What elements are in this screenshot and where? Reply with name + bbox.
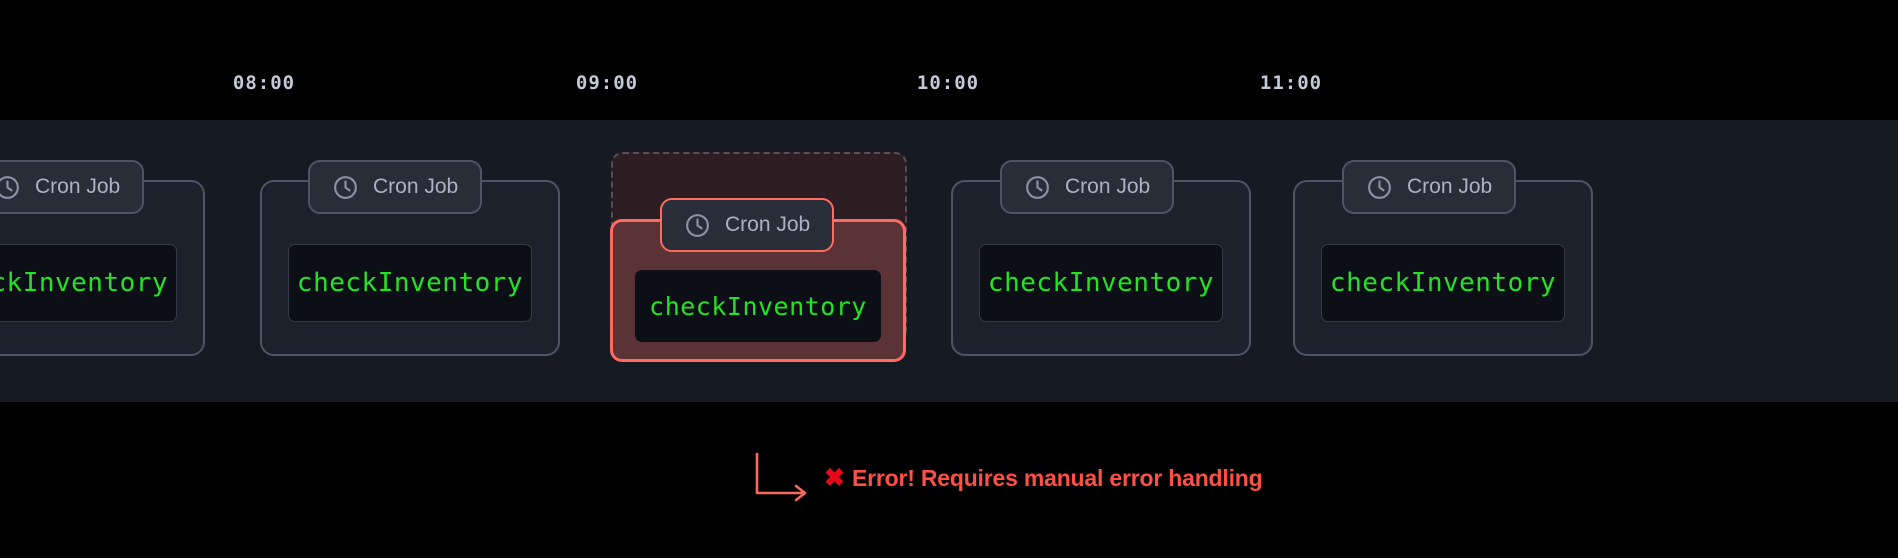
job-code-box-3: checkInventory bbox=[979, 244, 1223, 322]
error-x-icon: ✖ bbox=[824, 463, 845, 492]
time-tick-0: 08:00 bbox=[232, 72, 296, 94]
error-annotation: ✖ Error! Requires manual error handling bbox=[752, 452, 1263, 504]
elbow-arrow-icon bbox=[752, 452, 814, 504]
job-code-box-0: checkInventory bbox=[0, 244, 177, 322]
cron-job-pill-4[interactable]: Cron Job bbox=[1342, 160, 1517, 214]
error-message: Error! Requires manual error handling bbox=[851, 464, 1263, 491]
job-code-box-4: checkInventory bbox=[1321, 244, 1565, 322]
cron-job-pill-0[interactable]: Cron Job bbox=[0, 160, 145, 214]
job-function-name-0: checkInventory bbox=[0, 268, 169, 298]
clock-icon bbox=[0, 174, 21, 201]
cron-job-pill-label-0: Cron Job bbox=[35, 175, 121, 198]
clock-icon bbox=[1366, 174, 1393, 201]
time-tick-1: 09:00 bbox=[575, 72, 639, 94]
job-function-name-3: checkInventory bbox=[987, 268, 1215, 298]
cron-job-pill-2[interactable]: Cron Job bbox=[660, 198, 835, 252]
time-tick-2: 10:00 bbox=[916, 72, 980, 94]
job-function-name-2: checkInventory bbox=[649, 291, 867, 321]
job-function-name-4: checkInventory bbox=[1329, 268, 1557, 298]
cron-job-pill-label-4: Cron Job bbox=[1407, 175, 1493, 198]
cron-job-pill-1[interactable]: Cron Job bbox=[308, 160, 483, 214]
cron-job-pill-3[interactable]: Cron Job bbox=[1000, 160, 1175, 214]
clock-icon bbox=[1024, 174, 1051, 201]
job-code-box-2: checkInventory bbox=[635, 270, 881, 342]
time-tick-3: 11:00 bbox=[1259, 72, 1323, 94]
job-code-box-1: checkInventory bbox=[288, 244, 532, 322]
timeline-ruler: 08:00 09:00 10:00 11:00 bbox=[0, 0, 1898, 120]
clock-icon bbox=[684, 212, 711, 239]
clock-icon bbox=[332, 174, 359, 201]
cron-job-pill-label-3: Cron Job bbox=[1065, 175, 1151, 198]
job-function-name-1: checkInventory bbox=[296, 268, 524, 298]
cron-job-pill-label-2: Cron Job bbox=[725, 213, 811, 236]
cron-job-pill-label-1: Cron Job bbox=[373, 175, 459, 198]
